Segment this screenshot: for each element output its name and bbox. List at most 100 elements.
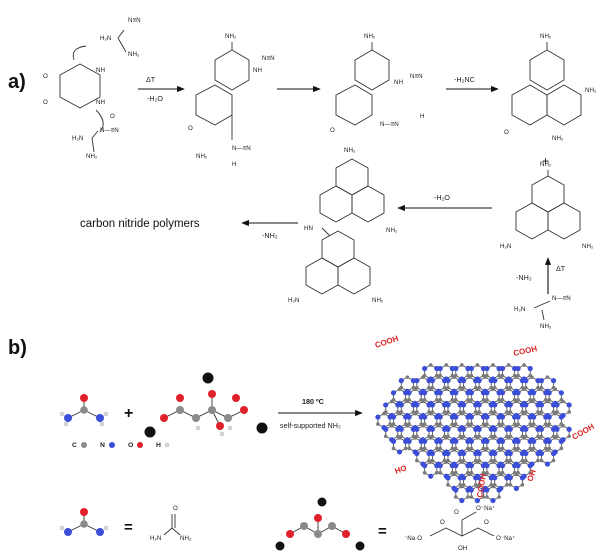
network-c-atom — [460, 411, 464, 416]
network-n-atom — [453, 390, 459, 396]
svg-text:OH: OH — [458, 545, 467, 552]
svg-text:OH: OH — [525, 468, 538, 483]
network-n-atom — [445, 402, 451, 408]
network-n-atom — [519, 475, 526, 481]
condense-water: -H₂O — [434, 193, 450, 202]
svg-text:O: O — [128, 442, 133, 449]
svg-text:=: = — [124, 519, 133, 536]
network-c-atom — [522, 436, 526, 440]
intermediate-1: NH₂ NH N≡N O NH₂ N—≡N H — [188, 33, 275, 168]
network-c-atom — [530, 375, 534, 379]
network-n-atom — [544, 461, 551, 467]
svg-text:COOH: COOH — [374, 334, 400, 350]
network-c-atom — [528, 470, 533, 475]
network-n-atom — [396, 449, 403, 455]
melem-heptazine: NH₂ H₂N NH₂ — [500, 161, 594, 250]
network-n-atom — [390, 414, 397, 420]
network-c-atom — [553, 411, 558, 416]
network-c-atom — [483, 448, 488, 452]
network-c-atom — [452, 448, 456, 452]
polymerize-ammonia: -NH₃ — [262, 231, 278, 240]
network-n-atom — [459, 497, 465, 504]
network-c-atom — [498, 375, 503, 379]
network-n-atom — [527, 463, 533, 469]
network-c-atom — [567, 434, 571, 439]
network-n-atom — [429, 378, 436, 384]
svg-text:H₂N: H₂N — [514, 306, 525, 313]
network-n-atom — [437, 390, 443, 396]
network-c-atom — [469, 495, 474, 499]
network-c-atom — [428, 387, 433, 392]
product-text: carbon nitride polymers — [80, 218, 200, 230]
network-c-atom — [545, 448, 550, 452]
network-c-atom — [514, 472, 519, 477]
network-c-atom — [405, 399, 410, 404]
network-n-atom — [531, 438, 537, 444]
network-c-atom — [561, 399, 565, 404]
network-n-atom — [513, 485, 519, 491]
svg-text:N≡N: N≡N — [128, 17, 141, 24]
network-n-atom — [492, 426, 498, 432]
network-n-atom — [490, 497, 496, 504]
svg-text:N: N — [100, 442, 105, 449]
network-n-atom — [550, 450, 557, 457]
network-n-atom — [476, 426, 482, 432]
network-n-atom — [414, 450, 420, 457]
svg-text:H₂N: H₂N — [150, 535, 161, 542]
network-c-atom — [452, 472, 456, 477]
network-n-atom — [476, 378, 482, 384]
network-c-atom — [467, 448, 472, 452]
network-c-atom — [415, 458, 419, 463]
network-n-atom — [507, 402, 513, 408]
svg-text:NH₂: NH₂ — [128, 51, 140, 58]
step-1-water: -H₂O — [147, 94, 163, 103]
network-n-atom — [554, 426, 560, 432]
network-c-atom — [553, 436, 558, 440]
svg-text:H₂N: H₂N — [72, 135, 83, 142]
carbon-nitride-network — [375, 363, 572, 504]
network-n-atom — [484, 390, 490, 396]
network-n-atom — [476, 475, 482, 481]
svg-text:N—≡N: N—≡N — [232, 145, 251, 152]
network-c-atom — [460, 363, 464, 367]
network-n-atom — [531, 390, 537, 396]
network-c-atom — [483, 399, 488, 404]
network-c-atom — [522, 387, 526, 392]
network-c-atom — [498, 472, 503, 477]
svg-text:COOH: COOH — [475, 473, 488, 498]
svg-text:NH₂: NH₂ — [582, 243, 594, 250]
network-c-atom — [506, 363, 511, 367]
network-n-atom — [453, 463, 459, 469]
svg-text:C: C — [72, 442, 77, 449]
network-c-atom — [428, 436, 433, 440]
network-n-atom — [515, 365, 521, 372]
svg-text:NH: NH — [394, 79, 403, 86]
network-c-atom — [453, 495, 458, 499]
network-c-atom — [389, 423, 394, 428]
condition-temperature: 180 ºC — [302, 397, 324, 406]
network-n-atom — [437, 414, 443, 420]
network-c-atom — [421, 399, 425, 404]
network-n-atom — [422, 365, 428, 372]
network-c-atom — [537, 436, 542, 440]
network-n-atom — [383, 426, 389, 432]
network-c-atom — [452, 375, 456, 379]
network-c-atom — [514, 399, 519, 404]
plus-sign-b: + — [124, 405, 133, 422]
network-c-atom — [397, 387, 402, 392]
svg-text:O: O — [110, 113, 115, 120]
network-c-atom — [405, 423, 410, 428]
dicyandiamide-bottom-right: H₂N N—≡N NH₂ — [514, 295, 571, 330]
svg-text:COOH: COOH — [513, 344, 539, 358]
network-c-atom — [559, 446, 564, 451]
network-c-atom — [506, 387, 511, 392]
network-n-atom — [566, 402, 572, 408]
network-n-atom — [507, 450, 513, 457]
network-n-atom — [546, 390, 552, 396]
network-n-atom — [523, 450, 529, 457]
network-c-atom — [491, 460, 495, 464]
network-c-atom — [475, 411, 480, 416]
network-n-atom — [406, 438, 412, 444]
svg-text:N—≡N: N—≡N — [552, 295, 571, 302]
